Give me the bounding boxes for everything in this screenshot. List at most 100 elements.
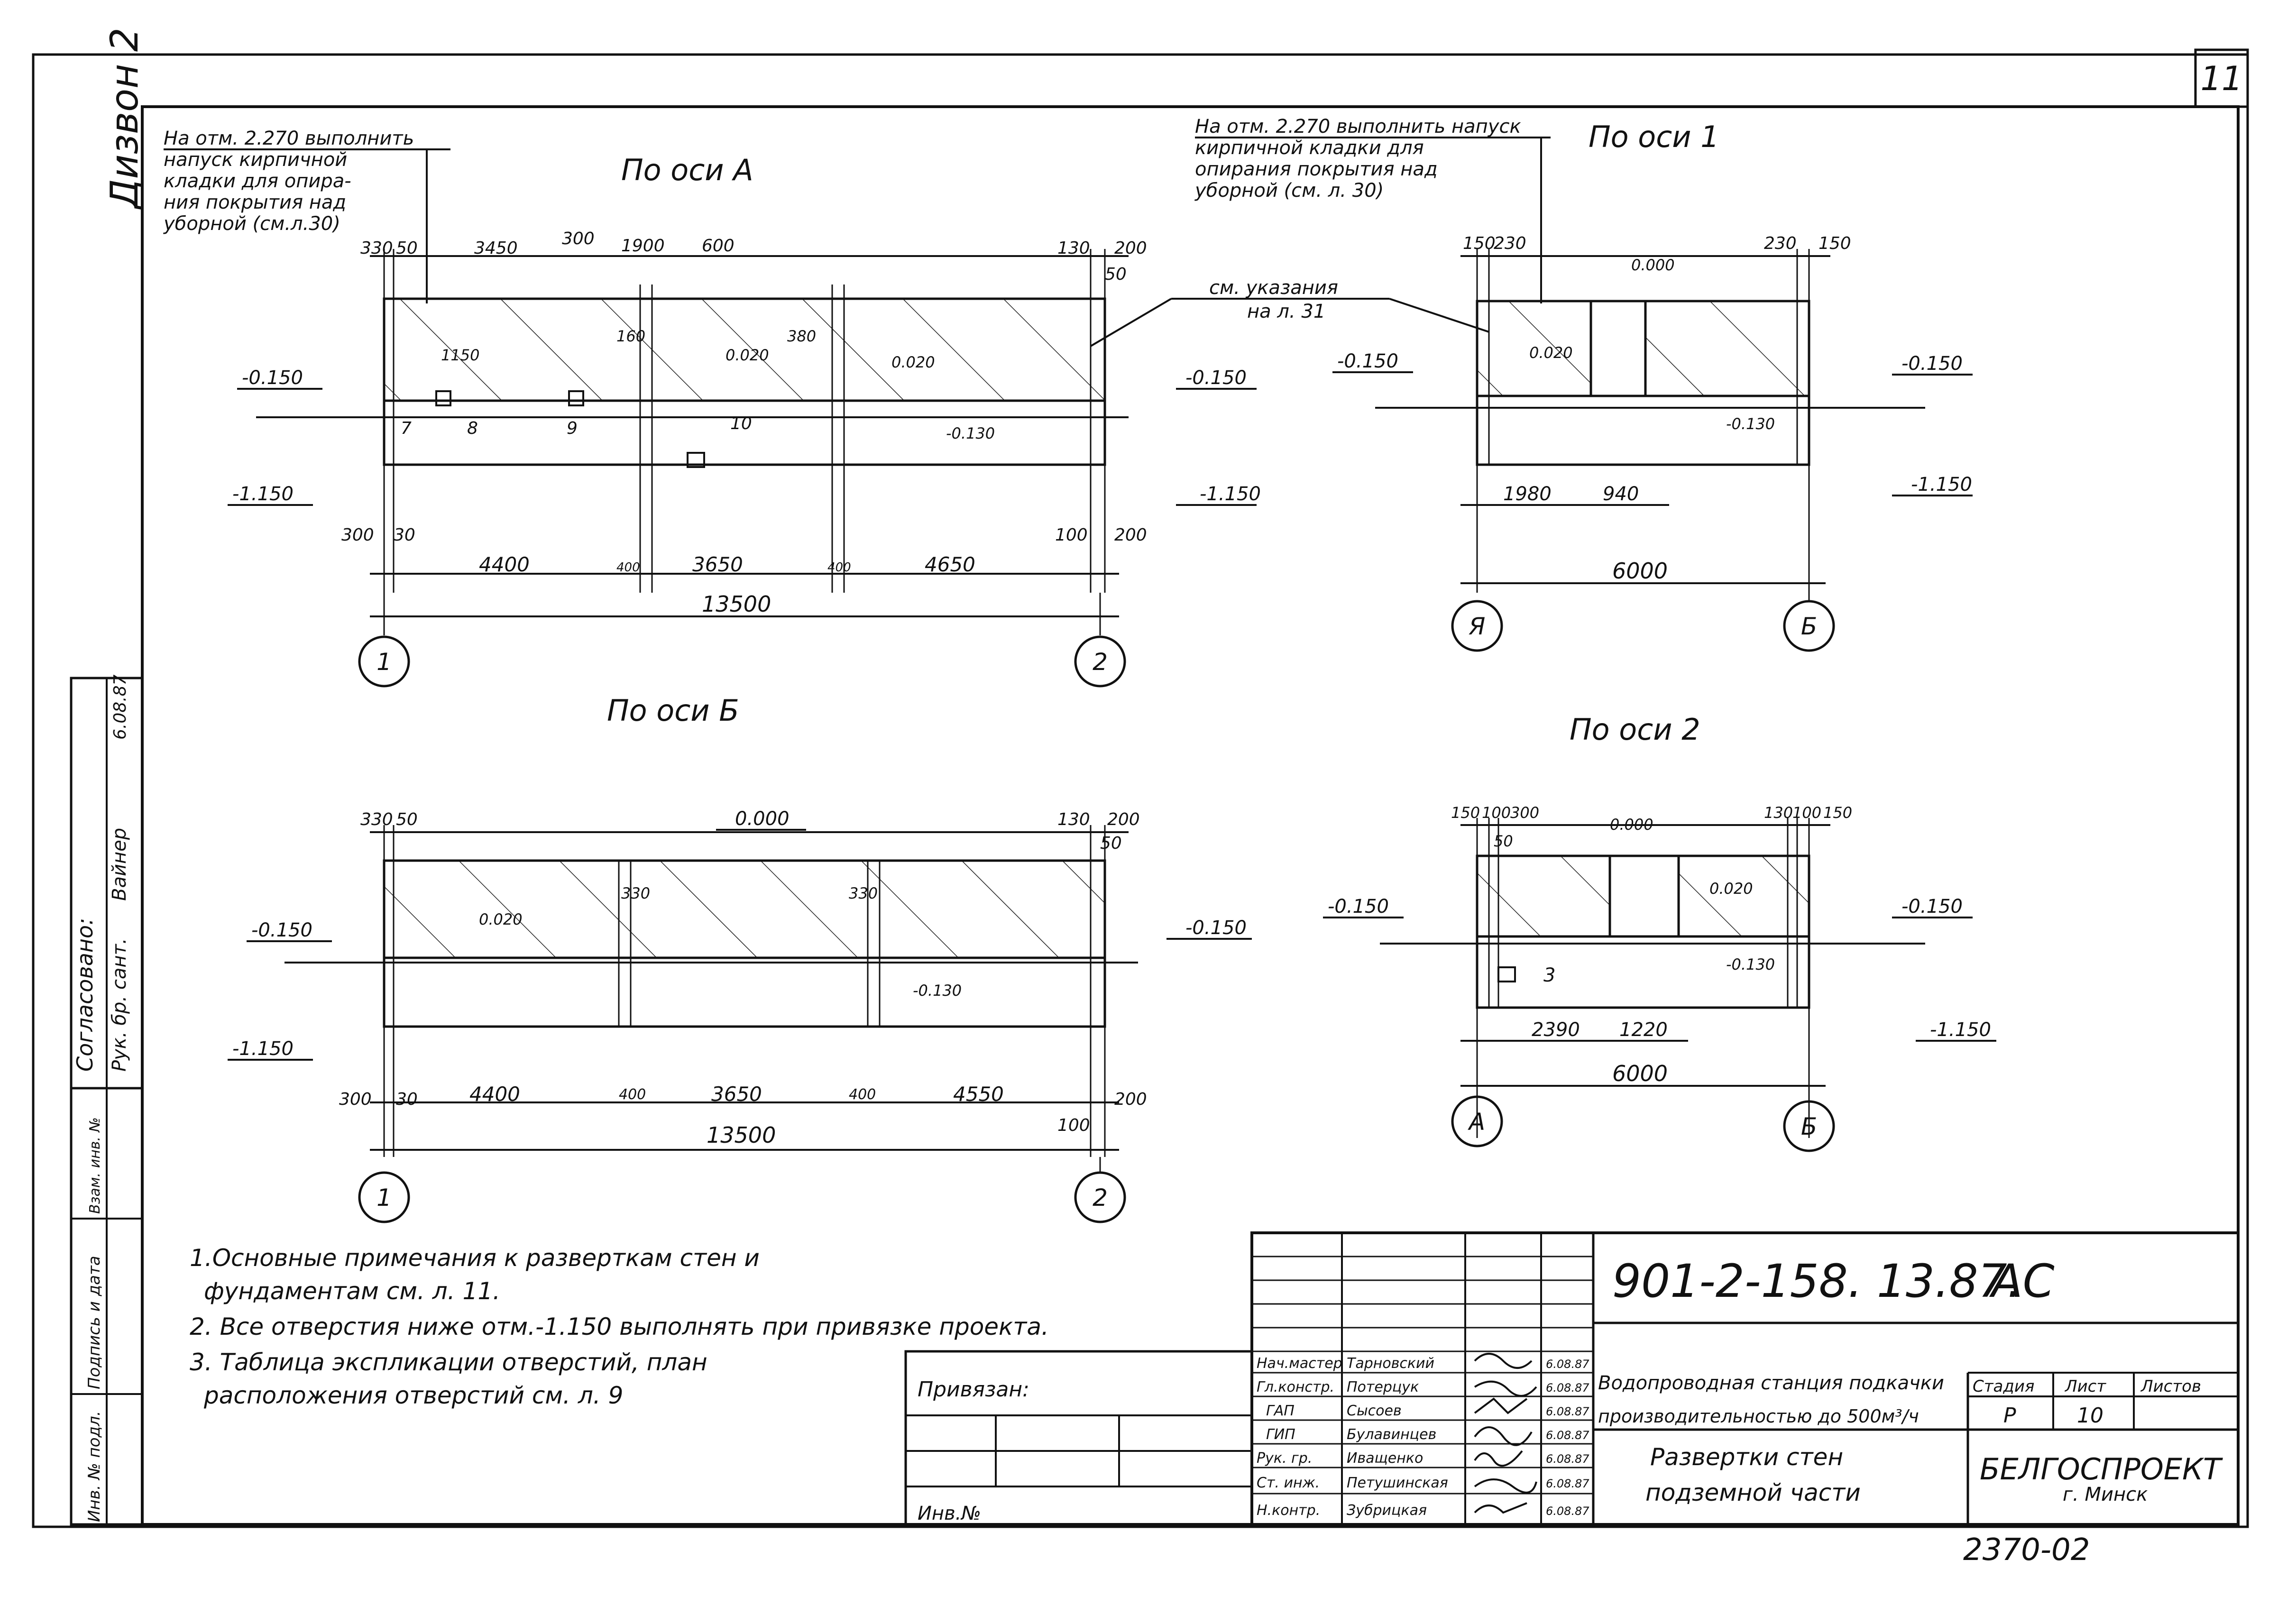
svg-text:50: 50 — [1100, 834, 1122, 853]
svg-text:На отм. 2.270 выполнить: На отм. 2.270 выполнить — [164, 128, 414, 149]
svg-text:расположения отверстий см. л.: расположения отверстий см. л. 9 — [203, 1382, 623, 1409]
opening — [1589, 300, 1647, 397]
view-axis-1: По оси 1 На отм. 2.270 выполнить напуск … — [1194, 116, 1973, 652]
svg-text:Б: Б — [1801, 1113, 1817, 1140]
svg-text:-0.150: -0.150 — [1328, 896, 1389, 918]
agreed-label: Согласовано: — [72, 918, 98, 1072]
sheet-value: 10 — [2077, 1404, 2103, 1428]
svg-text:Сысоев: Сысоев — [1347, 1403, 1402, 1419]
view-axis-2: По оси 2 150 100 300 50 130 100 150 0.00… — [1323, 712, 1996, 1152]
inner-marks: 0.000 0.020 -0.130 — [1529, 256, 1775, 433]
svg-text:см. указания: см. указания — [1209, 277, 1338, 299]
svg-text:Б: Б — [1801, 613, 1817, 640]
opening-callouts: 3 — [1497, 964, 1555, 986]
svg-text:9: 9 — [567, 419, 578, 438]
svg-text:опирания покрытия над: опирания покрытия над — [1195, 158, 1438, 180]
svg-text:Ст. инж.: Ст. инж. — [1257, 1475, 1320, 1491]
svg-text:Я: Я — [1469, 613, 1486, 640]
hatched-wall — [383, 859, 1106, 959]
svg-text:2390: 2390 — [1532, 1019, 1580, 1041]
project-line-2: производительностью до 500м³/ч — [1598, 1406, 1919, 1427]
sheet-title-2: подземной части — [1645, 1479, 1861, 1506]
svg-text:На отм. 2.270 выполнить напуск: На отм. 2.270 выполнить напуск — [1195, 116, 1521, 138]
agreed-date: 6.08.87 — [110, 674, 130, 740]
svg-text:3650: 3650 — [711, 1083, 762, 1106]
svg-text:-0.130: -0.130 — [946, 424, 995, 442]
svg-text:-0.130: -0.130 — [913, 982, 962, 1000]
general-notes: 1.Основные примечания к разверткам стен … — [190, 1244, 1049, 1409]
bottom-dimensions: 300 30 4400 400 3650 400 4550 200 100 13… — [339, 1083, 1147, 1151]
axis-markers: 1 2 — [358, 1157, 1126, 1223]
svg-text:-0.150: -0.150 — [1901, 896, 1963, 918]
view-title: По оси Б — [607, 693, 739, 728]
svg-text:Петушинская: Петушинская — [1347, 1475, 1448, 1491]
shared-callout: см. указания на л. 31 — [1090, 277, 1489, 347]
svg-text:300: 300 — [341, 525, 374, 545]
svg-text:-0.130: -0.130 — [1726, 955, 1775, 973]
bottom-dimensions: 1980 940 6000 — [1460, 483, 1826, 584]
bottom-dimensions: 300 30 100 200 4400 400 3650 400 4650 13… — [341, 525, 1147, 617]
stamp-field-sign: Подпись и дата — [85, 1256, 104, 1389]
svg-text:Потерцук: Потерцук — [1347, 1379, 1419, 1395]
svg-text:1150: 1150 — [441, 346, 479, 364]
svg-text:Рук. гр.: Рук. гр. — [1257, 1450, 1312, 1467]
svg-text:2: 2 — [1093, 1184, 1108, 1211]
total-dimension: 13500 — [707, 1122, 776, 1148]
document-code: 901-2-158. 13.87. — [1612, 1255, 2021, 1308]
svg-text:6.08.87: 6.08.87 — [1546, 1477, 1589, 1490]
svg-text:-0.150: -0.150 — [1901, 353, 1963, 375]
svg-text:6.08.87: 6.08.87 — [1546, 1405, 1589, 1418]
svg-text:150: 150 — [1451, 804, 1480, 822]
svg-text:100: 100 — [1055, 525, 1088, 545]
svg-text:10: 10 — [730, 414, 752, 433]
svg-text:Нач.мастер: Нач.мастер — [1257, 1355, 1342, 1372]
view-title: По оси А — [621, 153, 753, 187]
outer-border — [32, 53, 2249, 1528]
svg-text:Гл.констр.: Гл.констр. — [1257, 1379, 1334, 1395]
bottom-dimensions: 2390 1220 6000 — [1460, 1019, 1826, 1087]
view-axis-b: По оси Б 330 50 130 200 50 0.000 330 330… — [228, 693, 1252, 1223]
top-dimensions: 150 230 230 150 — [1463, 234, 1851, 253]
agreed-name: Вайнер — [109, 828, 130, 901]
svg-text:300: 300 — [1510, 804, 1539, 822]
svg-text:7: 7 — [401, 419, 412, 438]
title-block: Привязан: Инв.№ 901-2-158. 13.87. — [904, 1231, 2240, 1568]
svg-text:4400: 4400 — [469, 1083, 520, 1106]
project-line-1: Водопроводная станция подкачки — [1598, 1372, 1944, 1394]
svg-text:2. Все отверстия ниже отм.-1.1: 2. Все отверстия ниже отм.-1.150 выполня… — [190, 1313, 1049, 1340]
left-stamp-strip: Согласовано: Рук. бр. сант. Вайнер 6.08.… — [70, 674, 144, 1526]
svg-text:0.020: 0.020 — [479, 910, 523, 928]
svg-text:на л. 31: на л. 31 — [1247, 301, 1325, 322]
svg-text:ГИП: ГИП — [1266, 1426, 1295, 1443]
svg-text:-1.150: -1.150 — [1930, 1019, 1991, 1041]
svg-text:200: 200 — [1114, 525, 1147, 545]
svg-text:4550: 4550 — [953, 1083, 1004, 1106]
svg-text:130: 130 — [1057, 810, 1090, 829]
svg-text:230: 230 — [1494, 234, 1526, 253]
svg-text:0.020: 0.020 — [1529, 344, 1573, 362]
svg-text:Булавинцев: Булавинцев — [1347, 1426, 1436, 1443]
svg-text:6.08.87: 6.08.87 — [1546, 1358, 1589, 1371]
svg-text:1: 1 — [377, 1184, 392, 1211]
sheet-title-1: Развертки стен — [1650, 1443, 1843, 1471]
svg-text:0.020: 0.020 — [891, 353, 935, 371]
staff-rows: Нач.мастер Тарновский 6.08.87 Гл.констр.… — [1257, 1355, 1589, 1519]
svg-text:150: 150 — [1818, 234, 1851, 253]
axis-markers: А Б — [1451, 1095, 1835, 1152]
svg-text:200: 200 — [1114, 1090, 1147, 1109]
svg-text:Н.контр.: Н.контр. — [1257, 1502, 1320, 1519]
foundation-wall — [383, 956, 1106, 1028]
svg-text:-0.150: -0.150 — [1185, 367, 1247, 389]
svg-text:-1.150: -1.150 — [1911, 474, 1972, 495]
axis-markers: 1 2 — [358, 593, 1126, 688]
svg-text:кирпичной кладки для: кирпичной кладки для — [1195, 137, 1424, 159]
svg-text:130: 130 — [1764, 804, 1793, 822]
svg-text:3450: 3450 — [474, 239, 518, 258]
city: г. Минск — [2063, 1484, 2148, 1505]
organization: БЕЛГОСПРОЕКТ — [1980, 1452, 2223, 1486]
total-dimension: 6000 — [1612, 558, 1668, 584]
stamp-field-replace: Взам. инв. № — [87, 1117, 103, 1214]
svg-text:150: 150 — [1823, 804, 1852, 822]
svg-text:1980: 1980 — [1503, 483, 1552, 505]
svg-text:400: 400 — [619, 1086, 646, 1103]
